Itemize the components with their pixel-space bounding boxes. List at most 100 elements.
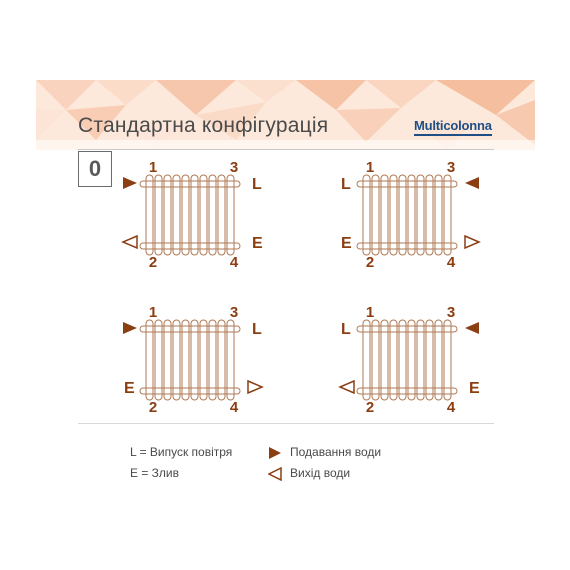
radiator-icon xyxy=(139,319,241,401)
radiator-diagram-1: 1 3 2 4 L E xyxy=(118,155,278,275)
water-supply-arrow-icon xyxy=(123,177,137,189)
radiator-manifold xyxy=(356,325,458,333)
radiator-column xyxy=(172,174,181,256)
water-supply-arrow-icon xyxy=(465,177,479,189)
radiator-icon xyxy=(356,319,458,401)
radiator-column xyxy=(154,319,163,401)
radiator-column xyxy=(181,319,190,401)
radiator-column xyxy=(443,319,452,401)
radiator-column xyxy=(163,319,172,401)
radiator-column xyxy=(398,174,407,256)
air-release-letter: L xyxy=(252,321,262,338)
radiator-column xyxy=(217,174,226,256)
radiator-column xyxy=(145,174,154,256)
radiator-manifold xyxy=(356,180,458,188)
radiator-column xyxy=(371,319,380,401)
port-label-2: 2 xyxy=(149,399,157,416)
radiator-diagram-3: 1 3 2 4 L E xyxy=(118,300,278,420)
radiator-icon xyxy=(139,174,241,256)
radiator-column xyxy=(199,319,208,401)
radiator-column xyxy=(208,319,217,401)
radiator-column xyxy=(371,174,380,256)
radiator-column xyxy=(416,319,425,401)
radiator-column xyxy=(380,174,389,256)
radiator-column xyxy=(145,319,154,401)
legend-drain: E = Злив xyxy=(130,466,180,480)
air-release-letter: L xyxy=(341,321,351,338)
port-label-4: 4 xyxy=(230,254,239,271)
filled-triangle-right-icon xyxy=(269,447,281,459)
radiator-manifold xyxy=(139,387,241,395)
page-title: Стандартна конфігурація xyxy=(78,114,329,137)
outline-triangle-left-icon xyxy=(268,467,282,481)
radiator-manifold xyxy=(139,242,241,250)
radiator-column xyxy=(226,319,235,401)
radiator-column xyxy=(407,319,416,401)
water-outlet-arrow-icon xyxy=(121,234,138,250)
drain-letter: E xyxy=(252,235,263,252)
radiator-column xyxy=(416,174,425,256)
radiator-column xyxy=(398,319,407,401)
water-supply-arrow-icon xyxy=(465,322,479,334)
radiator-column xyxy=(163,174,172,256)
port-label-4: 4 xyxy=(230,399,239,416)
legend-divider xyxy=(78,423,494,424)
title-divider xyxy=(78,149,494,150)
port-label-4: 4 xyxy=(447,399,456,416)
radiator-column xyxy=(380,319,389,401)
radiator-column xyxy=(190,174,199,256)
port-label-4: 4 xyxy=(447,254,456,271)
port-label-1: 1 xyxy=(149,304,157,321)
decorative-banner xyxy=(36,80,535,150)
radiator-column xyxy=(434,174,443,256)
air-release-letter: L xyxy=(341,176,351,193)
radiator-column xyxy=(190,319,199,401)
legend-water-supply: Подавання води xyxy=(290,445,382,459)
legend-air-release: L = Випуск повітря xyxy=(130,445,233,459)
port-label-3: 3 xyxy=(447,304,455,321)
configuration-number-badge: 0 xyxy=(78,151,112,187)
radiator-column xyxy=(389,319,398,401)
drain-letter: E xyxy=(341,235,352,252)
radiator-column xyxy=(208,174,217,256)
port-label-3: 3 xyxy=(230,304,238,321)
water-outlet-arrow-icon xyxy=(338,379,355,395)
port-label-1: 1 xyxy=(366,304,374,321)
radiator-column xyxy=(425,319,434,401)
radiator-column xyxy=(181,174,190,256)
radiator-column xyxy=(362,174,371,256)
water-outlet-arrow-icon xyxy=(247,379,264,395)
port-label-3: 3 xyxy=(230,159,238,176)
radiator-column xyxy=(425,174,434,256)
radiator-column xyxy=(389,174,398,256)
radiator-column xyxy=(172,319,181,401)
radiator-manifold xyxy=(356,387,458,395)
radiator-icon xyxy=(356,174,458,256)
port-label-2: 2 xyxy=(366,399,374,416)
drain-letter: E xyxy=(469,380,480,397)
radiator-diagram-4: 1 3 2 4 L E xyxy=(335,300,495,420)
port-label-1: 1 xyxy=(149,159,157,176)
radiator-diagram-2: 1 3 2 4 L E xyxy=(335,155,495,275)
air-release-letter: L xyxy=(252,176,262,193)
port-label-2: 2 xyxy=(149,254,157,271)
radiator-manifold xyxy=(356,242,458,250)
radiator-column xyxy=(154,174,163,256)
radiator-manifold xyxy=(139,180,241,188)
port-label-3: 3 xyxy=(447,159,455,176)
radiator-column xyxy=(199,174,208,256)
water-supply-arrow-icon xyxy=(123,322,137,334)
water-outlet-arrow-icon xyxy=(464,234,481,250)
radiator-column xyxy=(434,319,443,401)
radiator-column xyxy=(226,174,235,256)
radiator-column xyxy=(407,174,416,256)
port-label-1: 1 xyxy=(366,159,374,176)
port-label-2: 2 xyxy=(366,254,374,271)
legend-water-outlet: Вихід води xyxy=(290,466,351,480)
radiator-column xyxy=(362,319,371,401)
radiator-manifold xyxy=(139,325,241,333)
radiator-column xyxy=(443,174,452,256)
drain-letter: E xyxy=(124,380,135,397)
radiator-column xyxy=(217,319,226,401)
